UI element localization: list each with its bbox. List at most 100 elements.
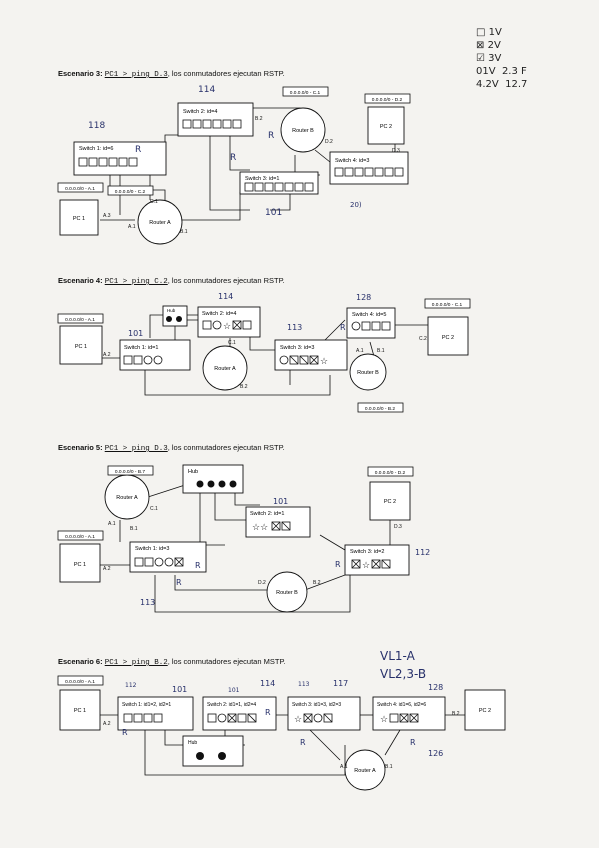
router-a-label: Router A: [116, 495, 138, 501]
scenario-5-nodes: Hub Router A Router B Switch 2: id=1 ☆☆ …: [57, 464, 430, 613]
port-label: D.3: [392, 148, 400, 154]
port-label: C.2: [419, 336, 427, 342]
scenario-4-nodes: Hub Switch 2: id=4 ☆ Switch 1: id=1 Swit…: [57, 292, 471, 413]
legend: □ 1V ⊠ 2V ☑ 3V 01V 2.3 F 4.2V 12.7: [476, 26, 527, 91]
handwritten-note: R: [265, 708, 271, 717]
handwritten-note: 113: [140, 598, 155, 607]
switch-3-label: Switch 3: id=2: [350, 549, 384, 555]
port-label: A.3: [103, 213, 111, 219]
scenario-6-heading: Escenario 6: PC1 > ping B.2, los conmuta…: [58, 657, 286, 667]
hub-label: Hub: [188, 740, 197, 746]
scenario-6-nodes: Switch 1: id1=2, id2=1 Switch 2: id1=1, …: [57, 649, 506, 791]
pc2-label: PC 2: [442, 335, 454, 341]
port-label: C.1: [150, 199, 158, 205]
port-label: B.2: [313, 580, 321, 586]
handwritten-note: 118: [88, 121, 105, 131]
ip-c1: 0.0.0.0/0 - C.1: [432, 302, 463, 308]
handwritten-note: R: [122, 728, 128, 737]
ip-c1: 0.0.0.0/0 - C.1: [290, 90, 321, 96]
ip-a1: 0.0.0.0/0 - A.1: [65, 534, 95, 540]
handwritten-note: 126: [428, 749, 443, 758]
legend-item: □ 1V: [476, 27, 502, 38]
ip-a1: 0.0.0.0/0 - A.1: [65, 679, 95, 685]
switch-3-label: Switch 3: id=3: [280, 345, 314, 351]
pc1-label: PC 1: [75, 344, 87, 350]
port-label: A.1: [340, 764, 348, 770]
handwritten-note: 114: [218, 292, 233, 301]
router-b-label: Router B: [276, 590, 298, 596]
legend-item: 01V 2.3 F: [476, 66, 527, 77]
switch-2-label: Switch 2: id=4: [183, 109, 217, 115]
switch-2-label: Switch 2: id1=1, id2=4: [207, 702, 256, 708]
port-label: A.2: [103, 566, 111, 572]
handwritten-note: R: [335, 560, 341, 569]
hub-label: Hub: [188, 469, 198, 475]
handwritten-note: 113: [298, 681, 310, 688]
handwritten-note: 101: [128, 329, 143, 338]
handwritten-note: 101: [273, 497, 288, 506]
port-label: B.1: [385, 764, 393, 770]
switch-1-label: Switch 1: id=6: [79, 146, 113, 152]
switch-2-label: Switch 2: id=4: [202, 311, 236, 317]
port-label: B.2: [255, 116, 263, 122]
switch-1-label: Switch 1: id1=2, id2=1: [122, 702, 171, 708]
svg-text:☆: ☆: [380, 714, 388, 724]
port-label: A.1: [108, 521, 116, 527]
router-a-label: Router A: [214, 366, 236, 372]
port-label: D.2: [325, 139, 333, 145]
legend-item: ☑ 3V: [476, 53, 502, 64]
switch-3-label: Switch 3: id1=3, id2=3: [292, 702, 341, 708]
svg-text:☆: ☆: [362, 560, 370, 570]
handwritten-note: R: [340, 323, 346, 332]
handwritten-note: 114: [260, 679, 275, 688]
handwritten-note: 114: [198, 85, 215, 95]
pc1-label: PC 1: [74, 708, 86, 714]
port-label: B.2: [240, 384, 248, 390]
handwritten-note: 101: [265, 208, 282, 218]
handwritten-note: 128: [356, 293, 371, 302]
legend-item: 4.2V 12.7: [476, 79, 528, 90]
pc2-label: PC 2: [380, 124, 392, 130]
port-label: B.2: [452, 711, 460, 717]
switch-4-label: Switch 4: id1=6, id2=6: [377, 702, 426, 708]
handwritten-note: 20): [350, 201, 362, 209]
pc1-label: PC 1: [73, 216, 85, 222]
pc2-label: PC 2: [479, 708, 491, 714]
handwritten-note: R: [268, 131, 274, 141]
switch-1-label: Switch 1: id=3: [135, 546, 169, 552]
port-label: A.1: [128, 224, 136, 230]
svg-text:☆: ☆: [294, 714, 302, 724]
scenario-6-diagram: [100, 714, 465, 776]
port-label: C.1: [150, 506, 158, 512]
switch-1-label: Switch 1: id=1: [124, 345, 158, 351]
ip-d2: 0.0.0.0/0 - D.2: [375, 470, 406, 476]
handwritten-note: R: [176, 578, 182, 587]
handwritten-note: R: [410, 738, 416, 747]
handwritten-note: R: [300, 738, 306, 747]
handwritten-note: VL1-A: [380, 649, 416, 663]
pc2-label: PC 2: [384, 499, 396, 505]
hub-label: Hub: [167, 308, 176, 313]
port-label: C.1: [228, 340, 236, 346]
handwritten-note: VL2,3-B: [380, 667, 426, 681]
port-label: B.1: [180, 229, 188, 235]
ip-a1: 0.0.0.0/0 - A.1: [65, 186, 95, 192]
scenario-3-nodes: Switch 2: id=4 Switch 1: id=6 Switch 3: …: [57, 85, 411, 245]
handwritten-note: 101: [172, 685, 187, 694]
router-b-label: Router B: [357, 370, 379, 376]
ip-b2: 0.0.0.0/0 - B.2: [365, 406, 395, 412]
port-label: D.2: [258, 580, 266, 586]
handwritten-note: 112: [125, 682, 137, 689]
ip-a1: 0.0.0.0/0 - A.1: [65, 317, 95, 323]
pc1-label: PC 1: [74, 562, 86, 568]
switch-3-label: Switch 3: id=1: [245, 176, 279, 182]
handwritten-note: 113: [287, 323, 302, 332]
router-a-label: Router A: [354, 768, 376, 774]
svg-text:☆: ☆: [320, 356, 328, 366]
ip-d2: 0.0.0.0/0 - D.2: [372, 97, 403, 103]
handwritten-note: 117: [333, 679, 348, 688]
svg-text:☆: ☆: [223, 321, 231, 331]
legend-item: ⊠ 2V: [476, 40, 501, 51]
handwritten-note: 101: [228, 687, 240, 694]
